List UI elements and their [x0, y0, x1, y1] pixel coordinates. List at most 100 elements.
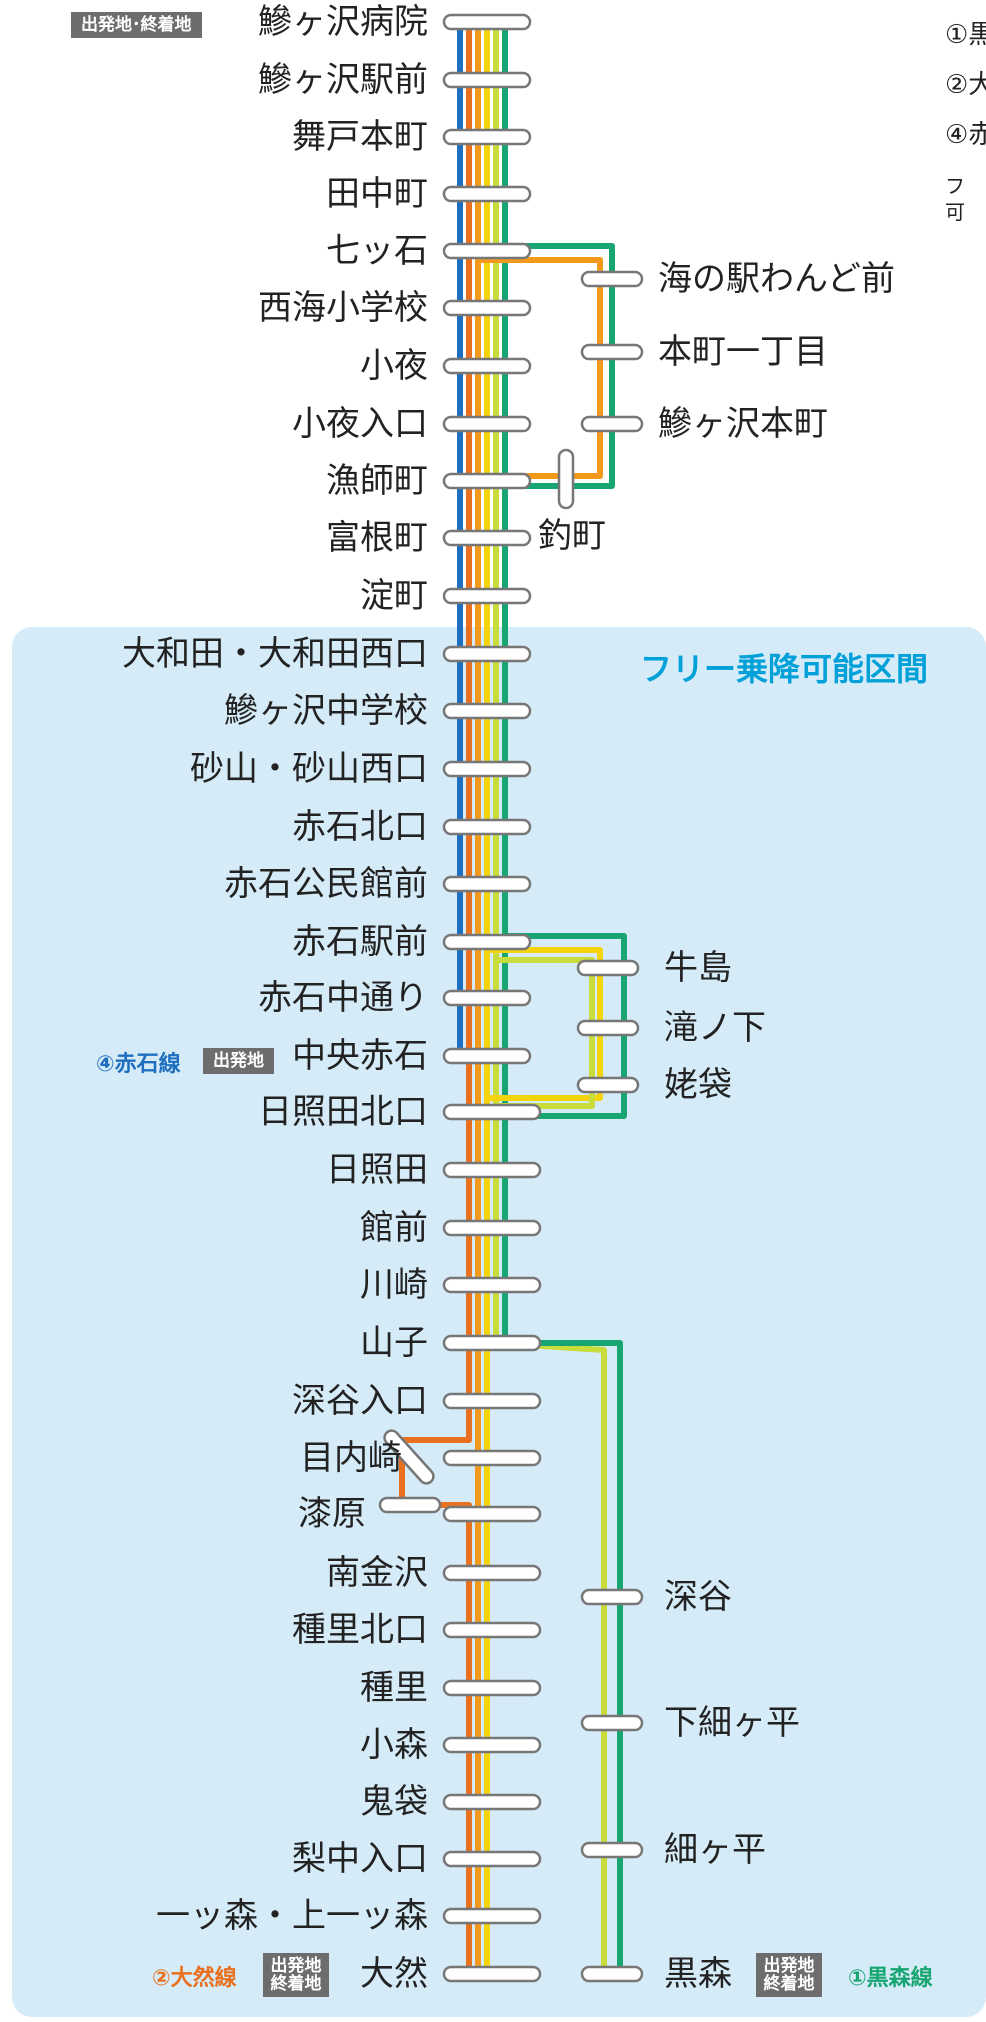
station-label: 漁師町 [326, 461, 428, 501]
station-label: 一ッ森・上一ッ森 [156, 1896, 428, 1936]
nanatsuishi-branch-green [478, 243, 615, 489]
station-marker [442, 1392, 542, 1410]
station-label: 漆原 [298, 1494, 366, 1534]
station-label: 鰺ヶ沢駅前 [258, 60, 428, 100]
legend-note-2: 可 [945, 200, 965, 224]
station-label: 大然 [360, 1954, 428, 1994]
branch-station-label: 細ヶ平 [664, 1830, 766, 1870]
origin-terminal-badge: 出発地･終着地 [71, 12, 202, 38]
station-label: 川崎 [360, 1265, 428, 1305]
origin-badge: 出発地 [203, 1048, 274, 1074]
station-marker [442, 1621, 542, 1639]
station-label: 砂山・砂山西口 [190, 749, 428, 789]
station-label: 舞戸本町 [292, 117, 428, 157]
station-label: 山子 [360, 1323, 428, 1363]
station-marker [442, 415, 532, 433]
station-label: 小森 [360, 1725, 428, 1765]
station-marker [442, 185, 532, 203]
nanatsuishi-branch-orange [478, 257, 603, 479]
branch-station-marker [580, 415, 644, 433]
station-label: 深谷入口 [292, 1381, 428, 1421]
station-label: 田中町 [326, 174, 428, 214]
station-marker [442, 1907, 542, 1925]
station-label: 鬼袋 [360, 1782, 428, 1822]
station-label: 館前 [360, 1208, 428, 1248]
station-label: 鰺ヶ沢病院 [258, 2, 428, 42]
branch-station-marker [580, 1714, 644, 1732]
station-label: 赤石公民館前 [224, 864, 428, 904]
branch-station-marker [576, 1076, 640, 1094]
branch-station-label: 姥袋 [664, 1065, 732, 1105]
legend-item-4: ④赤 [945, 120, 986, 150]
station-marker [442, 1564, 542, 1582]
legend-item-2: ②大 [945, 70, 986, 100]
ozen-line-label: ②大然線 [152, 1966, 237, 1991]
station-marker [442, 71, 532, 89]
station-label: 赤石駅前 [292, 922, 428, 962]
station-label: 目内崎 [300, 1438, 402, 1478]
station-marker [442, 1793, 542, 1811]
legend-item-1: ①黒 [945, 20, 986, 50]
branch-station-label: 海の駅わんど前 [658, 259, 895, 299]
station-marker [442, 1505, 542, 1523]
station-marker [442, 1965, 542, 1983]
station-label: 赤石北口 [292, 807, 428, 847]
station-label: 大和田・大和田西口 [122, 634, 428, 674]
branch-station-marker [576, 959, 640, 977]
station-label: 赤石中通り [258, 978, 428, 1018]
station-marker [442, 1679, 542, 1697]
station-marker [442, 1047, 532, 1065]
station-label: 西海小学校 [258, 288, 428, 328]
branch-station-marker [576, 1019, 640, 1037]
station-label: 小夜 [360, 346, 428, 386]
branch-station-label: 牛島 [664, 948, 732, 988]
station-label: 種里 [360, 1668, 428, 1708]
station-marker [442, 702, 532, 720]
branch-station-marker [580, 343, 644, 361]
station-marker [442, 472, 532, 490]
branch-station-label: 鰺ヶ沢本町 [658, 404, 828, 444]
station-marker [442, 1103, 542, 1121]
station-label: 鰺ヶ沢中学校 [224, 691, 428, 731]
menaizaki-marker [383, 1429, 435, 1485]
station-label: 七ッ石 [326, 231, 428, 271]
branch-station-marker [580, 1841, 644, 1859]
origin-terminal-badge-kuromori: 出発地終着地 [756, 1953, 822, 1997]
station-label: 富根町 [326, 518, 428, 558]
station-marker [442, 1850, 542, 1868]
akaishi-line-label: ④赤石線 [96, 1052, 181, 1077]
legend-note-1: フ [945, 174, 965, 198]
kuromori-line-label: ①黒森線 [848, 1966, 933, 1991]
station-label: 小夜入口 [292, 404, 428, 444]
station-marker [442, 1334, 542, 1352]
branch-station-marker [580, 1965, 644, 1983]
station-label: 梨中入口 [292, 1839, 428, 1879]
kuromori-line-path [502, 22, 623, 1974]
station-marker [442, 1736, 542, 1754]
station-marker [442, 818, 532, 836]
station-marker [442, 587, 532, 605]
station-label-tsurimachi: 釣町 [538, 516, 606, 556]
branch-station-marker [580, 1588, 644, 1606]
branch-station-label: 黒森 [664, 1954, 732, 1994]
station-marker [442, 529, 532, 547]
station-marker [442, 989, 532, 1007]
station-marker [442, 128, 532, 146]
branch-station-label: 深谷 [664, 1577, 732, 1617]
station-marker [442, 242, 532, 260]
station-marker [442, 1219, 542, 1237]
station-marker [442, 1449, 542, 1467]
branch-station-marker [580, 270, 644, 288]
yellowgreen-line-path [493, 22, 607, 1974]
free-zone-label: フリー乗降可能区間 [640, 650, 929, 688]
station-label: 中央赤石 [292, 1036, 428, 1076]
branch-station-label: 下細ヶ平 [664, 1703, 800, 1743]
origin-terminal-badge-ozen: 出発地終着地 [263, 1953, 329, 1997]
station-label: 日照田北口 [258, 1092, 428, 1132]
station-marker [442, 760, 532, 778]
branch-station-label: 本町一丁目 [658, 332, 828, 372]
station-marker [442, 13, 532, 31]
station-marker [442, 645, 532, 663]
station-label: 南金沢 [326, 1553, 428, 1593]
